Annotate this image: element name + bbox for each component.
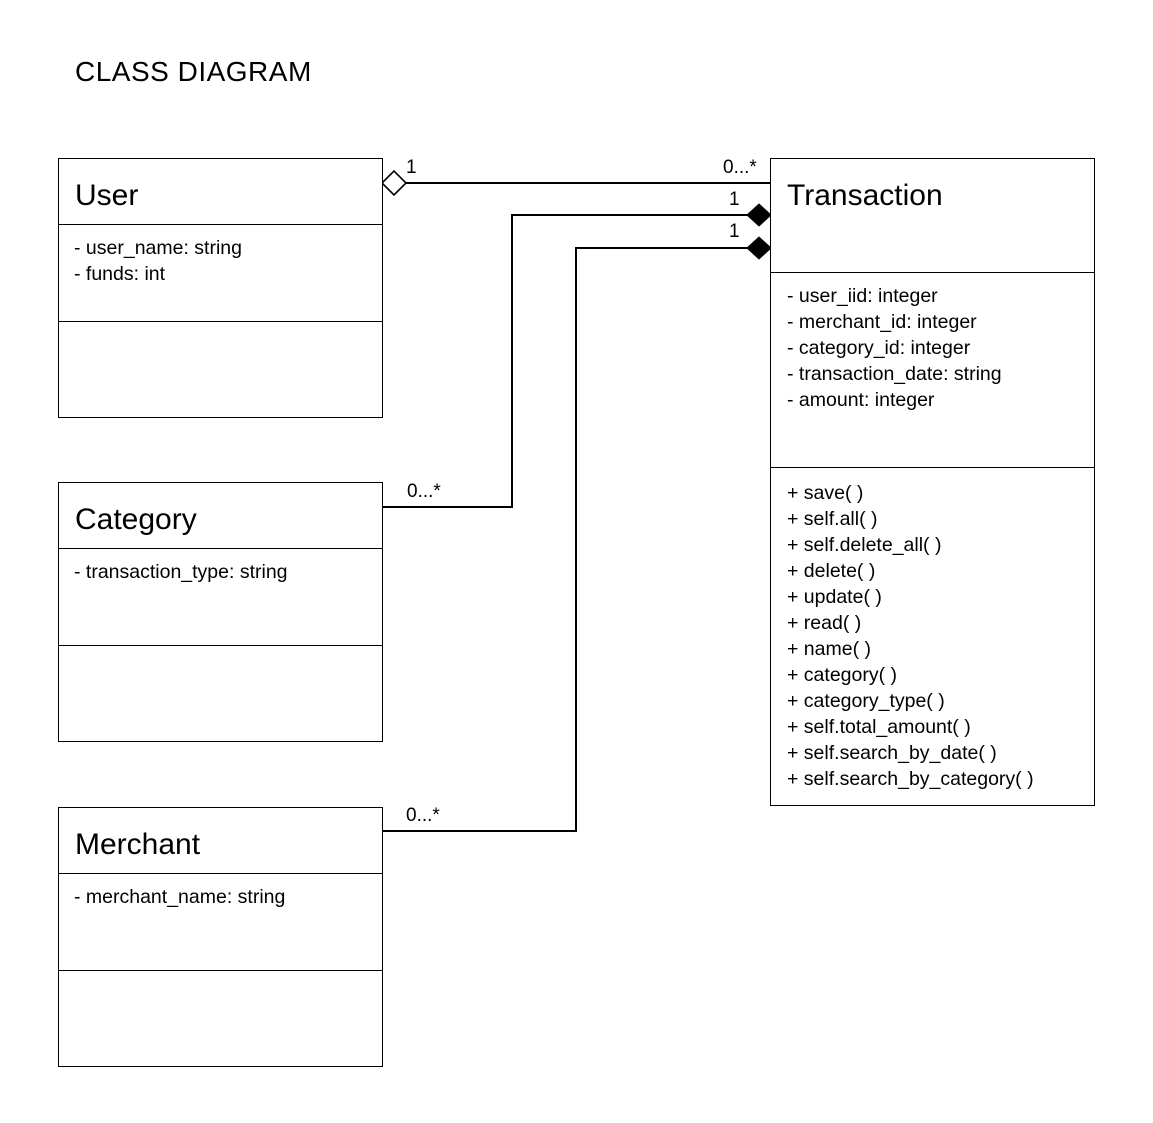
class-merchant: Merchant - merchant_name: string <box>58 807 383 1067</box>
attributes-section: - transaction_type: string <box>59 549 382 646</box>
operation: + self.search_by_category( ) <box>787 768 1034 790</box>
class-header: Category <box>59 483 382 549</box>
attribute: - category_id: integer <box>787 337 971 359</box>
class-header: Merchant <box>59 808 382 874</box>
attribute: - merchant_id: integer <box>787 311 977 333</box>
operation: + self.delete_all( ) <box>787 534 942 556</box>
multiplicity-transaction-end: 1 <box>729 189 740 210</box>
attribute: - user_iid: integer <box>787 285 938 307</box>
attribute: - funds: int <box>74 263 166 285</box>
operation: + self.search_by_date( ) <box>787 742 997 764</box>
operations-section <box>59 971 382 983</box>
attribute: - amount: integer <box>787 389 935 411</box>
attribute: - user_name: string <box>74 237 242 259</box>
attribute: - transaction_type: string <box>74 561 288 583</box>
multiplicity-user-end: 1 <box>406 157 417 178</box>
composition-diamond-icon <box>746 236 772 260</box>
operations-section: + save( ) + self.all( ) + self.delete_al… <box>771 468 1094 792</box>
operations-section <box>59 646 382 658</box>
category-transaction-line <box>382 214 749 508</box>
diagram-title: CLASS DIAGRAM <box>75 56 312 87</box>
aggregation-diamond-icon <box>380 169 408 197</box>
class-name: Merchant <box>75 828 201 861</box>
attributes-section: - user_name: string - funds: int <box>59 225 382 322</box>
operation: + read( ) <box>787 612 862 634</box>
composition-diamond-icon <box>746 203 772 227</box>
attribute: - merchant_name: string <box>74 886 286 908</box>
multiplicity-merchant-end: 0...* <box>406 805 440 826</box>
class-user: User - user_name: string - funds: int <box>58 158 383 418</box>
multiplicity-category-end: 0...* <box>407 481 441 502</box>
class-name: Category <box>75 503 197 536</box>
class-header: Transaction <box>771 159 1094 273</box>
multiplicity-transaction-end: 0...* <box>723 157 757 178</box>
attributes-section: - merchant_name: string <box>59 874 382 971</box>
operation: + update( ) <box>787 586 882 608</box>
class-category: Category - transaction_type: string <box>58 482 383 742</box>
operation: + self.total_amount( ) <box>787 716 971 738</box>
class-name: Transaction <box>787 179 943 212</box>
class-name: User <box>75 179 139 212</box>
class-transaction: Transaction - user_iid: integer - mercha… <box>770 158 1095 806</box>
operation: + category_type( ) <box>787 690 945 712</box>
operation: + category( ) <box>787 664 898 686</box>
attributes-section: - user_iid: integer - merchant_id: integ… <box>771 273 1094 468</box>
merchant-transaction-line <box>382 247 749 832</box>
operation: + delete( ) <box>787 560 876 582</box>
attribute: - transaction_date: string <box>787 363 1002 385</box>
operation: + save( ) <box>787 482 864 504</box>
operation: + name( ) <box>787 638 871 660</box>
operation: + self.all( ) <box>787 508 878 530</box>
class-header: User <box>59 159 382 225</box>
operations-section <box>59 322 382 334</box>
multiplicity-transaction-end: 1 <box>729 221 740 242</box>
